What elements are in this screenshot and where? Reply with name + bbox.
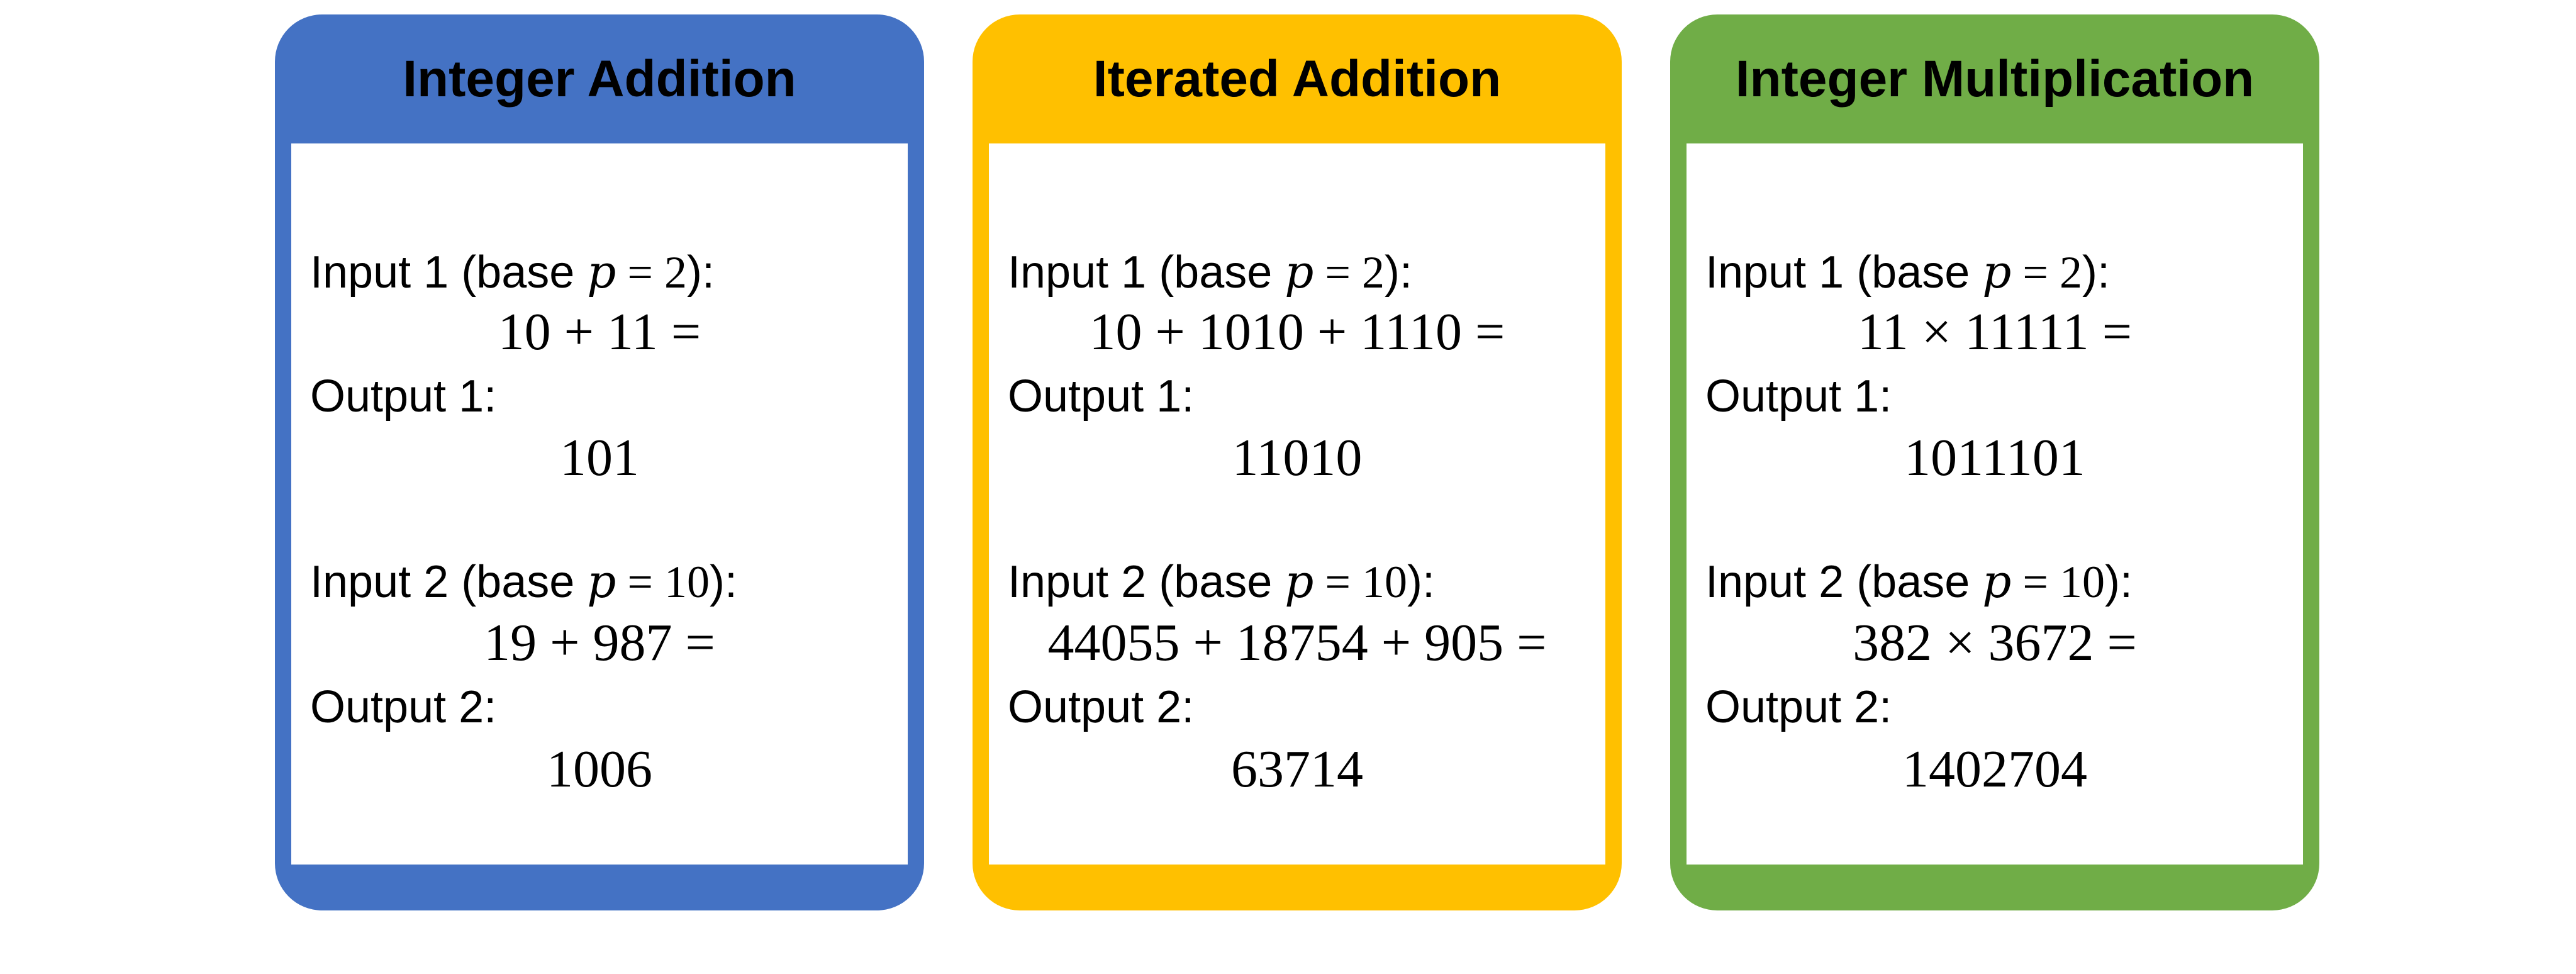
input-2-equation: 19 + 987 = — [484, 613, 715, 672]
output-1-label: Output 1: — [1008, 371, 1195, 422]
output-2-label: Output 2: — [310, 682, 497, 732]
card-integer-multiplication: Integer Multiplication Input 1 (base p =… — [1670, 14, 2319, 910]
input-1-label: Input 1 (base p = 2): — [1705, 245, 2110, 298]
input-2-label: Input 2 (base p = 10): — [310, 555, 737, 608]
input-1-equation: 11 × 11111 = — [1857, 303, 2133, 361]
card-body: Input 1 (base p = 2): 10 + 11 = Output 1… — [291, 143, 908, 865]
card-body: Input 1 (base p = 2): 11 × 11111 = Outpu… — [1687, 143, 2303, 865]
output-1-value: 11010 — [1232, 428, 1363, 487]
card-title: Iterated Addition — [1093, 50, 1502, 108]
input-2-label: Input 2 (base p = 10): — [1008, 555, 1435, 608]
input-2-equation: 382 × 3672 = — [1853, 613, 2137, 672]
output-1-label: Output 1: — [310, 371, 497, 422]
input-1-equation: 10 + 1010 + 1110 = — [1089, 303, 1505, 361]
input-1-label: Input 1 (base p = 2): — [310, 245, 715, 298]
input-1-label: Input 1 (base p = 2): — [1008, 245, 1412, 298]
card-body: Input 1 (base p = 2): 10 + 1010 + 1110 =… — [989, 143, 1605, 865]
output-2-value: 1006 — [547, 740, 652, 798]
output-2-label: Output 2: — [1008, 682, 1195, 732]
card-title: Integer Addition — [403, 50, 796, 108]
output-1-label: Output 1: — [1705, 371, 1892, 422]
output-2-label: Output 2: — [1705, 682, 1892, 732]
input-2-label: Input 2 (base p = 10): — [1705, 555, 2133, 608]
card-iterated-addition: Iterated Addition Input 1 (base p = 2): … — [973, 14, 1622, 910]
output-1-value: 1011101 — [1904, 428, 2085, 487]
input-2-equation: 44055 + 18754 + 905 = — [1047, 613, 1547, 672]
card-title: Integer Multiplication — [1735, 50, 2255, 108]
output-1-value: 101 — [560, 428, 639, 487]
card-integer-addition: Integer Addition Input 1 (base p = 2): 1… — [275, 14, 924, 910]
output-2-value: 63714 — [1231, 740, 1363, 798]
output-2-value: 1402704 — [1902, 740, 2087, 798]
input-1-equation: 10 + 11 = — [498, 303, 701, 361]
